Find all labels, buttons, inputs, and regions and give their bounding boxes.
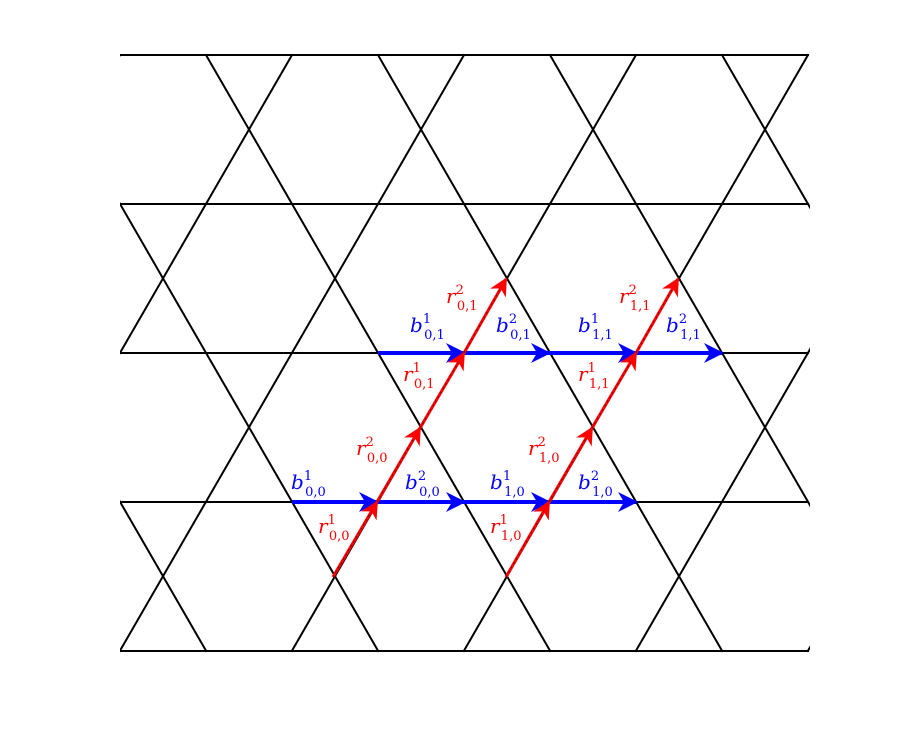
- lattice-diagonal-down: [120, 499, 208, 653]
- lattice-diagonal-down: [120, 201, 380, 653]
- lattice-diagonal-up: [120, 53, 466, 653]
- lattice-diagonal-up: [634, 347, 810, 653]
- lattice-diagonal-down: [720, 53, 810, 210]
- lattice-diagonal-up: [120, 53, 122, 57]
- lattice-diagonal-up: [806, 645, 810, 653]
- red-arrows: [331, 277, 680, 578]
- lattice-diagonal-up: [120, 53, 294, 355]
- lattice-diagonal-down: [0, 55, 34, 651]
